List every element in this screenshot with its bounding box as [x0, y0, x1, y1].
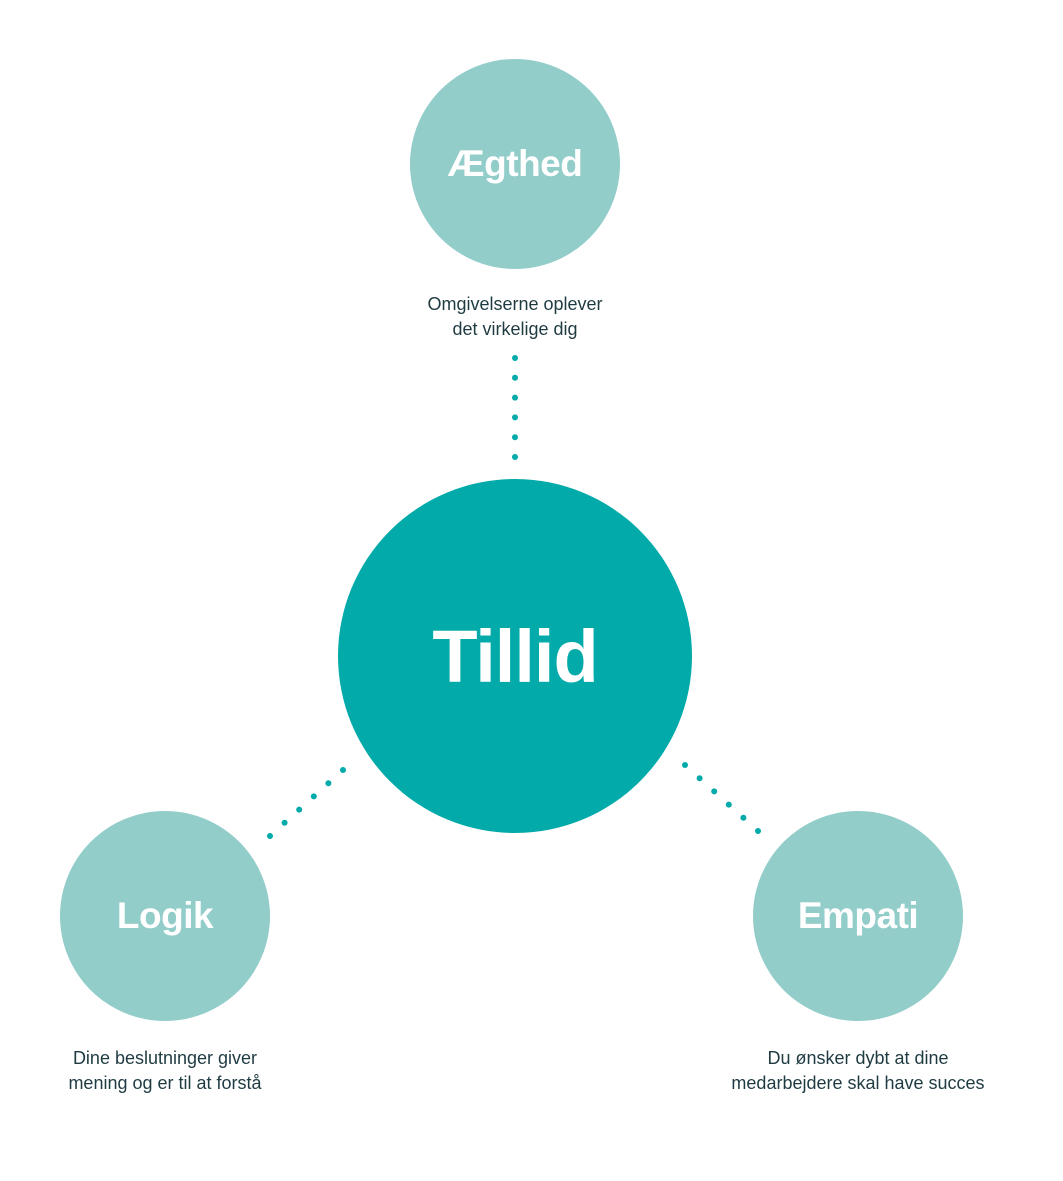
connector-dot [512, 454, 518, 460]
connector-dot [682, 762, 688, 768]
connector-dot [310, 793, 317, 800]
connector-dot [325, 780, 332, 787]
connector-dot [512, 374, 518, 381]
connector-dot [696, 775, 703, 782]
dotted-connector-top [512, 355, 518, 460]
satellite-node-empati: Empati [753, 811, 963, 1021]
dotted-connector-left [267, 767, 346, 839]
connector-dot [267, 833, 273, 839]
satellite-node-label-aegthed: Ægthed [447, 143, 583, 184]
dotted-connector-right [682, 762, 761, 834]
connector-dot [296, 806, 303, 813]
connector-dot [512, 394, 518, 401]
connector-dot [340, 767, 346, 773]
satellite-node-label-logik: Logik [116, 895, 214, 936]
connector-dot [725, 801, 732, 808]
center-node-tillid: Tillid [338, 479, 692, 833]
connector-dot [512, 434, 518, 441]
satellite-node-label-empati: Empati [797, 895, 919, 936]
connector-dot [281, 819, 288, 826]
connector-dot [711, 788, 718, 795]
connector-dot [512, 355, 518, 361]
connector-dot [512, 414, 518, 421]
center-node-label: Tillid [432, 614, 598, 698]
connector-dot [755, 828, 761, 834]
description-logik: Dine beslutninger giver mening og er til… [68, 1048, 262, 1093]
description-empati: Du ønsker dybt at dine medarbejdere skal… [731, 1048, 985, 1093]
satellite-node-aegthed: Ægthed [410, 59, 620, 269]
satellite-node-logik: Logik [60, 811, 270, 1021]
description-aegthed: Omgivelserne oplever det virkelige dig [427, 294, 603, 339]
connector-dot [740, 814, 747, 821]
